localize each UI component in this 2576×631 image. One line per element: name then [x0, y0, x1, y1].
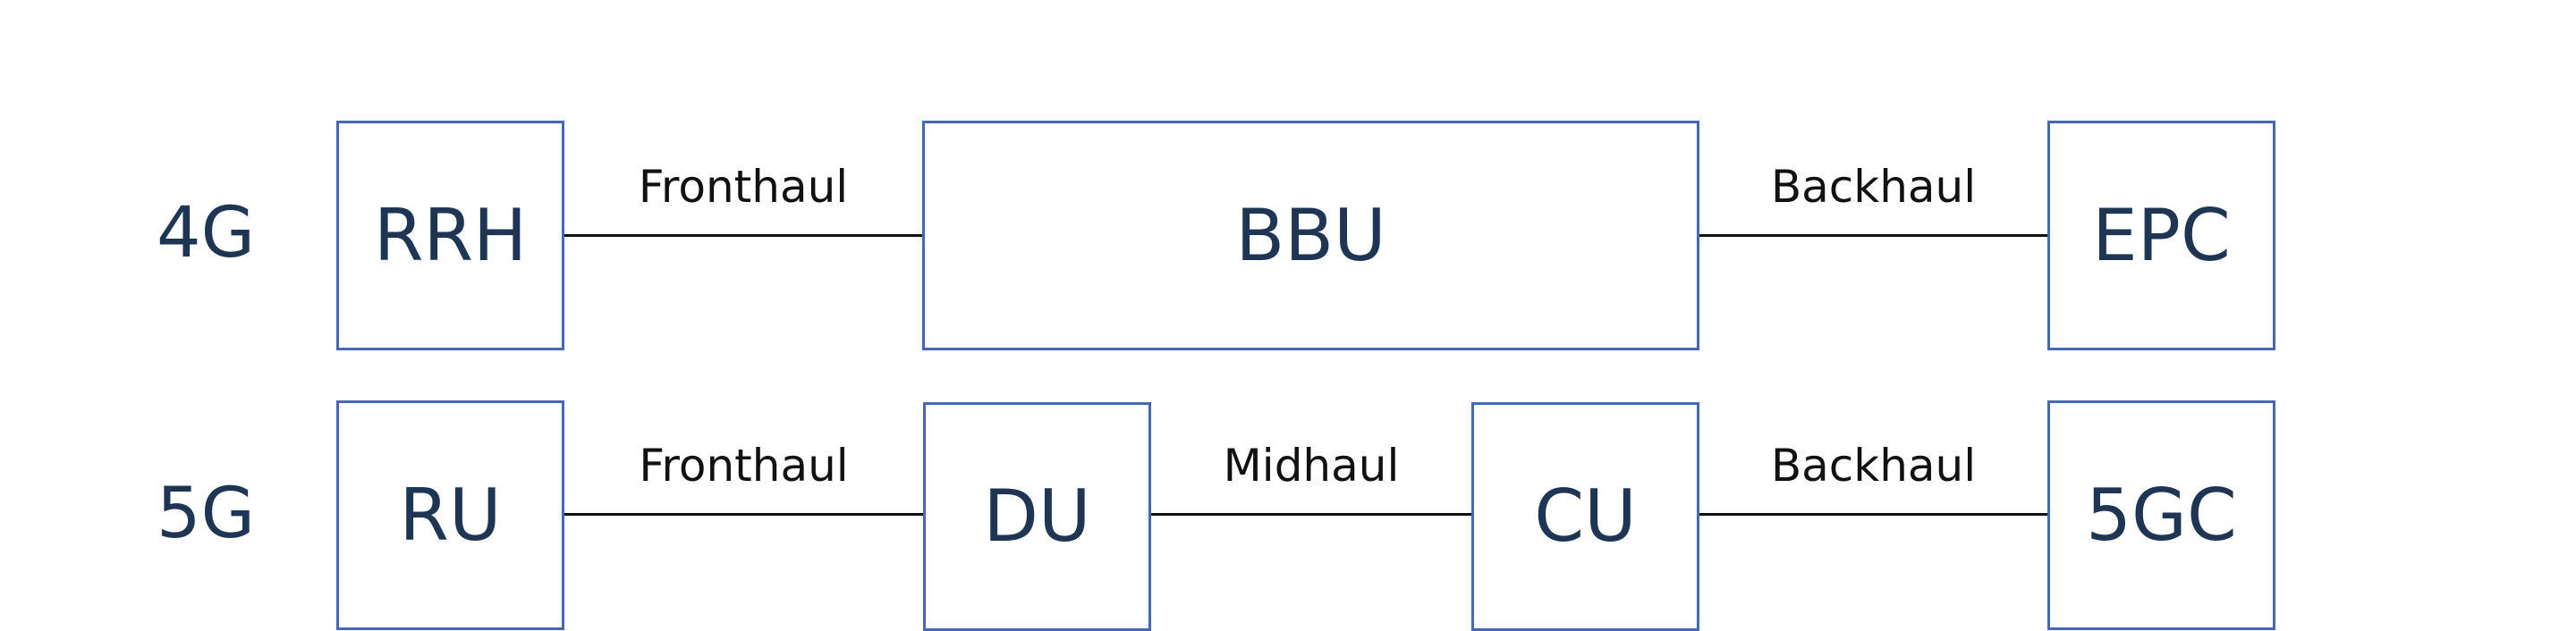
- node-ru: RU: [336, 400, 564, 630]
- generation-label-4g: 4G: [156, 193, 256, 273]
- link-label-5g-backhaul: Backhaul: [1770, 440, 1977, 492]
- link-line-5g-backhaul: [1699, 513, 2047, 516]
- generation-label-5g: 5G: [156, 474, 256, 554]
- link-line-5g-fronthaul: [564, 513, 923, 516]
- link-line-4g-backhaul: [1699, 234, 2047, 237]
- link-label-4g-fronthaul: Fronthaul: [638, 161, 849, 213]
- node-rrh: RRH: [336, 121, 564, 350]
- node-bbu: BBU: [922, 121, 1699, 350]
- node-5gc: 5GC: [2047, 400, 2275, 630]
- link-line-5g-midhaul: [1151, 513, 1471, 516]
- link-label-5g-fronthaul: Fronthaul: [639, 440, 849, 492]
- node-epc: EPC: [2047, 121, 2275, 350]
- link-label-5g-midhaul: Midhaul: [1223, 440, 1400, 492]
- node-cu: CU: [1471, 402, 1699, 631]
- link-label-4g-backhaul: Backhaul: [1770, 161, 1977, 213]
- link-line-4g-fronthaul: [564, 234, 922, 237]
- node-du: DU: [923, 402, 1151, 631]
